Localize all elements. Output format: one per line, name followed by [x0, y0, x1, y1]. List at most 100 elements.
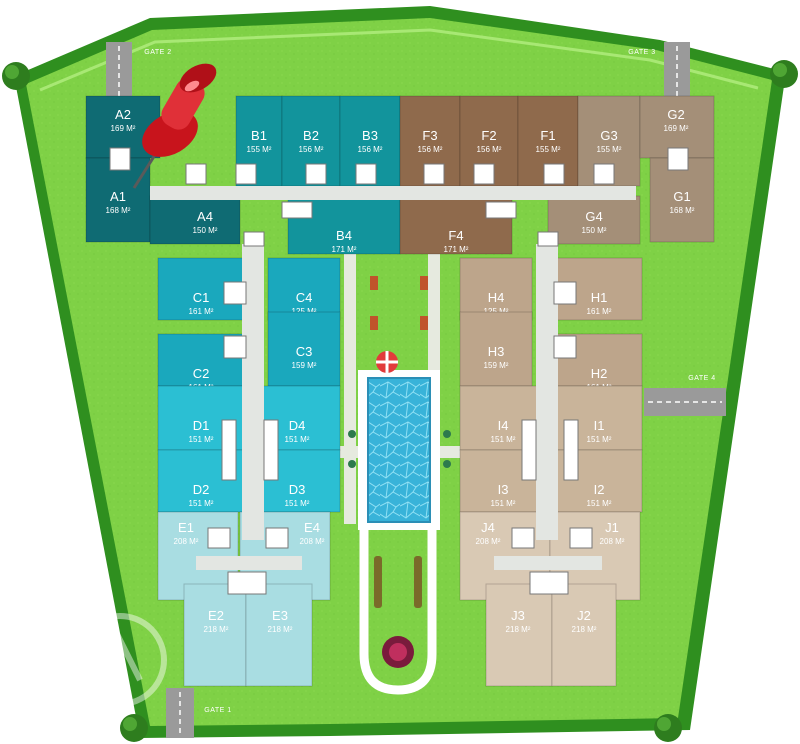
unit-a2-area: 169 M²: [111, 124, 136, 133]
unit-c2-name: C2: [193, 366, 210, 381]
unit-a1-name: A1: [110, 189, 126, 204]
gate-label-3: GATE 3: [628, 49, 655, 56]
unit-d4-name: D4: [289, 418, 306, 433]
unit-g4[interactable]: [547, 195, 641, 245]
unit-e1-name: E1: [178, 520, 194, 535]
unit-b2-name: B2: [303, 128, 319, 143]
unit-c4-area: 125 M²: [292, 307, 317, 316]
unit-e1-area: 208 M²: [174, 537, 199, 546]
unit-i3-area: 151 M²: [491, 499, 516, 508]
shrub-icon: [120, 714, 148, 742]
gate-label-4: GATE 4: [688, 375, 715, 382]
unit-h3[interactable]: [459, 311, 533, 387]
unit-b1-area: 155 M²: [247, 145, 272, 154]
unit-j4-area: 208 M²: [476, 537, 501, 546]
unit-i2-name: I2: [594, 482, 605, 497]
walkway-loop: [359, 524, 437, 695]
corridor-top: [150, 186, 636, 200]
benches: [370, 276, 428, 330]
unit-c3[interactable]: [267, 311, 341, 387]
watermark-icon: [73, 613, 167, 707]
unit-c1-area: 161 M²: [189, 307, 214, 316]
unit-a4-name: A4: [197, 209, 213, 224]
unit-e4-name: E4: [304, 520, 320, 535]
gate-label-2: GATE 2: [144, 49, 171, 56]
unit-h3-name: H3: [488, 344, 505, 359]
unit-d2-area: 151 M²: [189, 499, 214, 508]
unit-h2-name: H2: [591, 366, 608, 381]
corridor-left: [242, 244, 264, 540]
unit-j3-name: J3: [511, 608, 525, 623]
unit-i3-name: I3: [498, 482, 509, 497]
unit-g2-name: G2: [667, 107, 684, 122]
unit-j1-area: 208 M²: [600, 537, 625, 546]
unit-j4-name: J4: [481, 520, 495, 535]
unit-b3-name: B3: [362, 128, 378, 143]
umbrella-icon: [376, 351, 398, 373]
unit-a4-area: 150 M²: [193, 226, 218, 235]
unit-f1[interactable]: [517, 95, 579, 187]
unit-g1-area: 168 M²: [670, 206, 695, 215]
flower-bed-icon: [382, 636, 414, 668]
unit-c3-area: 159 M²: [292, 361, 317, 370]
unit-i4-area: 151 M²: [491, 435, 516, 444]
unit-b3-area: 156 M²: [358, 145, 383, 154]
shrub-icon: [2, 62, 30, 90]
unit-f3-name: F3: [422, 128, 437, 143]
unit-g4-area: 150 M²: [582, 226, 607, 235]
unit-j2-name: J2: [577, 608, 591, 623]
walkway-left: [344, 244, 356, 524]
unit-e2-area: 218 M²: [204, 625, 229, 634]
unit-h1-name: H1: [591, 290, 608, 305]
unit-g1-name: G1: [673, 189, 690, 204]
corridor-lower-right: [494, 556, 602, 570]
road-gate-3: [664, 42, 690, 98]
unit-h3-area: 159 M²: [484, 361, 509, 370]
corridor-right: [536, 244, 558, 540]
unit-j2[interactable]: [551, 583, 617, 687]
unit-e3-name: E3: [272, 608, 288, 623]
unit-i2-area: 151 M²: [587, 499, 612, 508]
unit-h4-area: 125 M²: [484, 307, 509, 316]
shrub-icon: [654, 714, 682, 742]
unit-a1[interactable]: [85, 157, 151, 243]
unit-e2[interactable]: [183, 583, 247, 687]
unit-g3-name: G3: [600, 128, 617, 143]
corridor-lower-left: [196, 556, 302, 570]
unit-f3-area: 156 M²: [418, 145, 443, 154]
unit-h1-area: 161 M²: [587, 307, 612, 316]
unit-j3[interactable]: [485, 583, 553, 687]
planters: [348, 430, 451, 468]
unit-j1-name: J1: [605, 520, 619, 535]
unit-j3-area: 218 M²: [506, 625, 531, 634]
unit-d1-area: 151 M²: [189, 435, 214, 444]
unit-g3-area: 155 M²: [597, 145, 622, 154]
shrub-icon: [770, 60, 798, 88]
unit-a4[interactable]: [149, 195, 241, 245]
unit-d4-area: 151 M²: [285, 435, 310, 444]
unit-g4-name: G4: [585, 209, 602, 224]
unit-d3-name: D3: [289, 482, 306, 497]
unit-c4-name: C4: [296, 290, 313, 305]
road-gate-2: [106, 42, 132, 98]
unit-f4-name: F4: [448, 228, 463, 243]
unit-e3[interactable]: [245, 583, 313, 687]
unit-e2-name: E2: [208, 608, 224, 623]
unit-h4[interactable]: [459, 257, 533, 321]
unit-f2-name: F2: [481, 128, 496, 143]
unit-i1-name: I1: [594, 418, 605, 433]
unit-b2-area: 156 M²: [299, 145, 324, 154]
unit-b4-name: B4: [336, 228, 352, 243]
unit-j2-area: 218 M²: [572, 625, 597, 634]
swimming-pool: [367, 377, 431, 523]
unit-b4-area: 171 M²: [332, 245, 357, 254]
unit-d1-name: D1: [193, 418, 210, 433]
unit-b1-name: B1: [251, 128, 267, 143]
unit-a1-area: 168 M²: [106, 206, 131, 215]
unit-d2-name: D2: [193, 482, 210, 497]
unit-i1-area: 151 M²: [587, 435, 612, 444]
unit-d3-area: 151 M²: [285, 499, 310, 508]
unit-e3-area: 218 M²: [268, 625, 293, 634]
